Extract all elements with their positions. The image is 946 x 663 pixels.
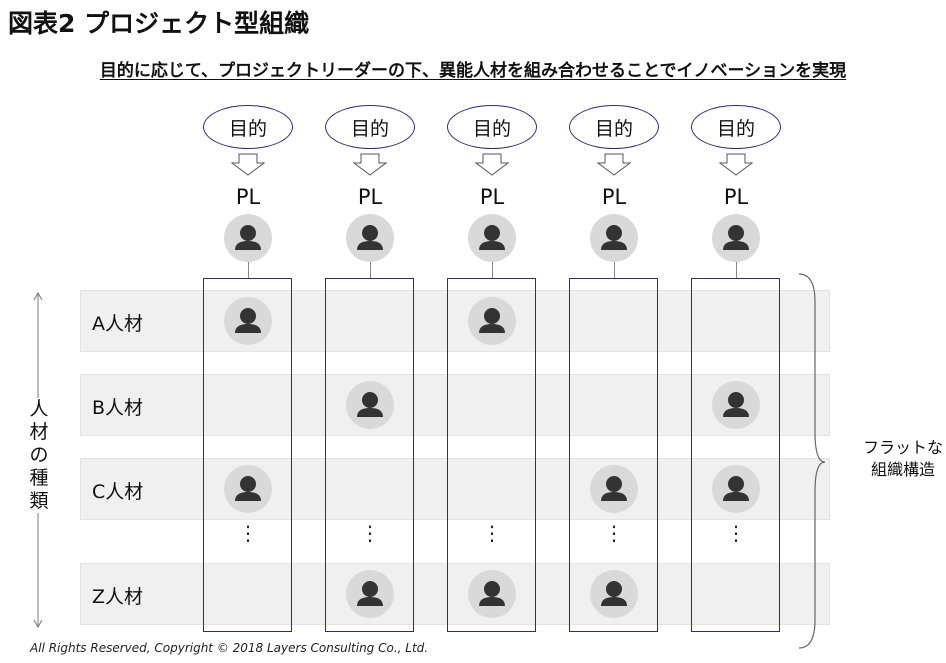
project-leader-label: PL <box>235 185 261 209</box>
project-leader-person-icon <box>346 214 394 262</box>
page-title: 図表2 プロジェクト型組織 <box>8 9 310 38</box>
goal-ellipse: 目的 <box>569 105 659 149</box>
team-member-person-icon <box>712 465 760 513</box>
ellipsis-icon: ⋮ <box>604 521 624 545</box>
ellipsis-icon: ⋮ <box>360 521 380 545</box>
talent-type-label: 人材の種類 <box>27 398 51 513</box>
down-arrow-icon <box>352 153 388 176</box>
down-arrow-icon <box>474 153 510 176</box>
subtitle: 目的に応じて、プロジェクトリーダーの下、異能人材を組み合わせることでイノベーショ… <box>0 56 946 81</box>
project-leader-person-icon <box>590 214 638 262</box>
project-team-column <box>325 278 414 632</box>
connector-line <box>248 262 249 278</box>
team-member-person-icon <box>224 297 272 345</box>
talent-row <box>80 563 830 625</box>
down-arrow-icon <box>230 153 266 176</box>
connector-line <box>736 262 737 278</box>
talent-row <box>80 458 830 520</box>
goal-ellipse: 目的 <box>447 105 537 149</box>
brace-icon <box>798 273 826 649</box>
ellipsis-icon: ⋮ <box>238 521 258 545</box>
down-arrow-icon <box>718 153 754 176</box>
project-leader-label: PL <box>357 185 383 209</box>
team-member-person-icon <box>346 570 394 618</box>
goal-ellipse: 目的 <box>203 105 293 149</box>
project-team-column <box>447 278 536 632</box>
talent-row-label: B人材 <box>92 397 144 419</box>
team-member-person-icon <box>712 381 760 429</box>
project-leader-label: PL <box>479 185 505 209</box>
team-member-person-icon <box>346 381 394 429</box>
flat-structure-label: フラットな組織構造 <box>862 438 943 479</box>
copyright-text: All Rights Reserved, Copyright © 2018 La… <box>30 641 429 655</box>
team-member-person-icon <box>590 465 638 513</box>
project-team-column <box>691 278 780 632</box>
project-team-column <box>203 278 292 632</box>
connector-line <box>492 262 493 278</box>
project-team-column <box>569 278 658 632</box>
talent-row-label: C人材 <box>92 481 144 503</box>
project-leader-person-icon <box>468 214 516 262</box>
ellipsis-icon: ⋮ <box>726 521 746 545</box>
talent-row-label: Z人材 <box>92 586 144 608</box>
connector-line <box>370 262 371 278</box>
subtitle-text: 目的に応じて、プロジェクトリーダーの下、異能人材を組み合わせることでイノベーショ… <box>99 61 847 81</box>
down-arrow-icon <box>596 153 632 176</box>
project-leader-label: PL <box>601 185 627 209</box>
project-leader-label: PL <box>723 185 749 209</box>
team-member-person-icon <box>590 570 638 618</box>
talent-row <box>80 290 830 352</box>
team-member-person-icon <box>224 465 272 513</box>
connector-line <box>614 262 615 278</box>
talent-row-label: A人材 <box>92 313 143 335</box>
goal-ellipse: 目的 <box>691 105 781 149</box>
project-leader-person-icon <box>712 214 760 262</box>
ellipsis-icon: ⋮ <box>482 521 502 545</box>
talent-row <box>80 374 830 436</box>
team-member-person-icon <box>468 297 516 345</box>
project-leader-person-icon <box>224 214 272 262</box>
goal-ellipse: 目的 <box>325 105 415 149</box>
team-member-person-icon <box>468 570 516 618</box>
